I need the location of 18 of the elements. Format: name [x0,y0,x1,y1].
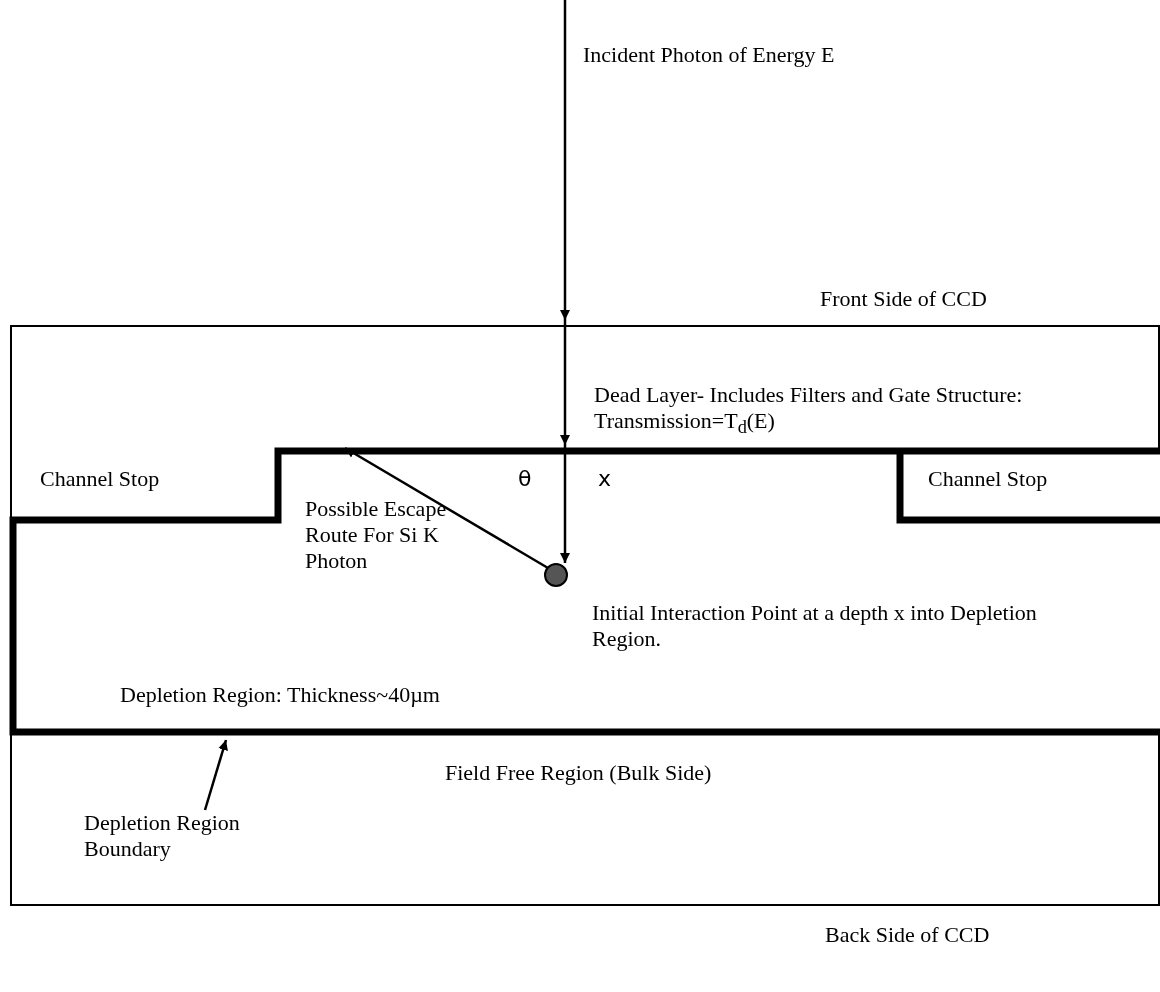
label-text: Front Side of CCD [820,286,988,312]
region-label: Depletion Region: Thickness~40µm [120,682,441,708]
region-label: Field Free Region (Bulk Side) [445,760,713,786]
angle-symbol: θ [518,466,533,492]
arrow [560,0,570,563]
caption-text: Initial Interaction Point at a depth x into Depletion Region. [592,600,1038,652]
dead-layer-region [10,325,1160,448]
field-free-region [10,735,1160,906]
arrow [203,739,228,811]
label-text: Back Side of CCD [825,922,991,948]
annotation-text: Possible Escape Route For Si K Photon [305,496,448,574]
region-label: Channel Stop [928,466,1049,492]
boundary-label: Depletion Region Boundary [84,810,241,862]
region-label: Dead Layer- Includes Filters and Gate Structure: Transmission=T$_{d}$(E) [594,382,1024,440]
label-text: Incident Photon of Energy E [583,42,836,68]
variable-symbol: x [598,466,613,492]
region-label: Channel Stop [40,466,161,492]
arrow [344,446,549,570]
